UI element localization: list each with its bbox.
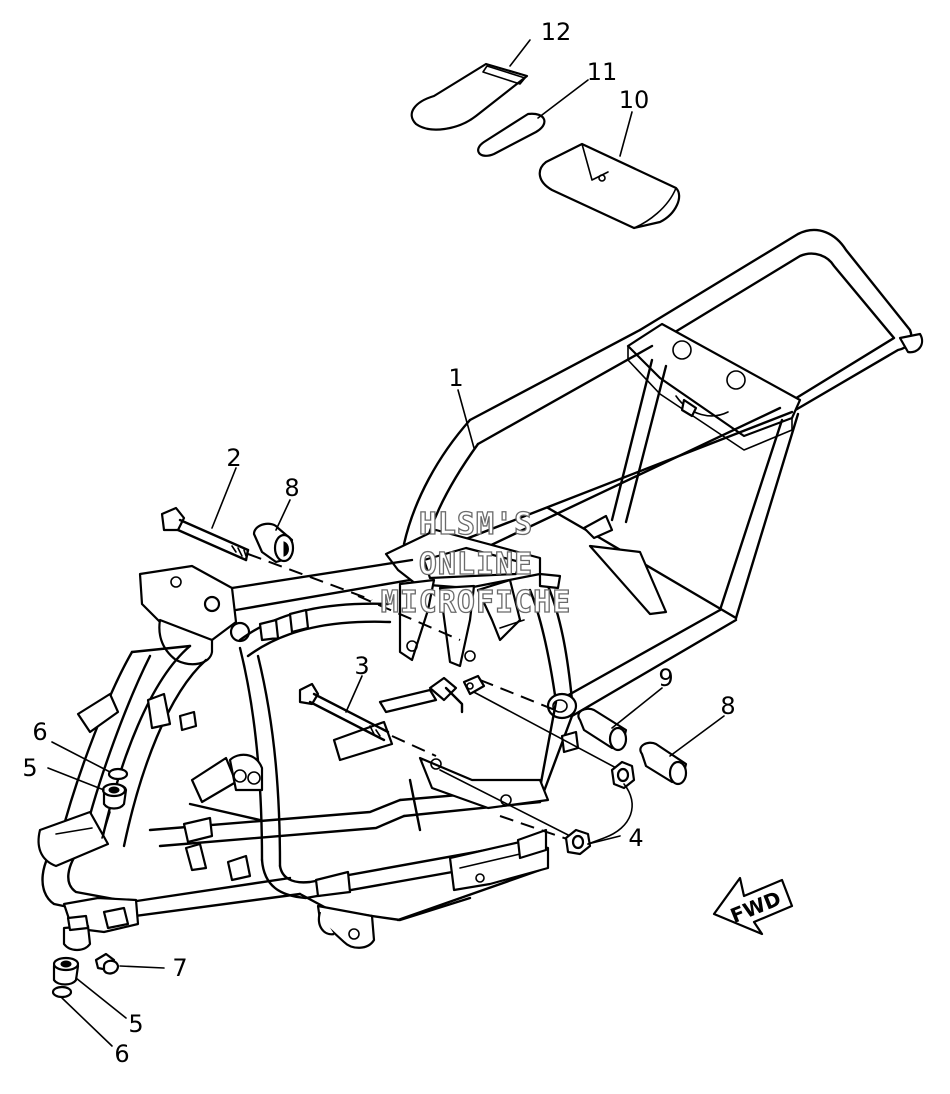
mount-bolt-center bbox=[428, 674, 486, 714]
part-8-collar-upper bbox=[252, 522, 295, 564]
part-11-sticker bbox=[477, 112, 546, 157]
callout-6-lower: 6 bbox=[114, 1040, 129, 1068]
callout-8-upper: 8 bbox=[284, 474, 299, 502]
callout-12: 12 bbox=[541, 18, 572, 46]
callout-5-upper: 5 bbox=[22, 754, 37, 782]
part-9-collar bbox=[577, 707, 628, 752]
watermark-line-3: MICROFICHE bbox=[381, 585, 572, 620]
callout-4: 4 bbox=[628, 824, 643, 852]
part-12-sticker bbox=[410, 62, 529, 131]
callout-8-right: 8 bbox=[720, 692, 735, 720]
callout-1: 1 bbox=[448, 364, 463, 392]
callout-7: 7 bbox=[172, 954, 187, 982]
part-5-grommet-lower bbox=[52, 956, 80, 986]
callout-labels: 12 11 10 1 2 8 3 9 8 4 6 5 7 5 6 bbox=[22, 18, 735, 1068]
watermark-line-2: ONLINE bbox=[419, 547, 533, 582]
part-1-frame bbox=[37, 228, 924, 952]
part-3-bolt bbox=[298, 682, 390, 742]
part-8-collar-right bbox=[639, 741, 688, 786]
watermark: HLSM'S ONLINE MICROFICHE bbox=[380, 506, 572, 620]
watermark-line-1: HLSM'S bbox=[419, 507, 533, 542]
part-10-pouch bbox=[538, 142, 681, 230]
part-6-washer-lower bbox=[51, 985, 73, 999]
assembly-dashed-lines bbox=[247, 553, 621, 841]
callout-9: 9 bbox=[658, 664, 673, 692]
part-4-nut-upper bbox=[610, 760, 636, 790]
callout-6-upper: 6 bbox=[32, 718, 47, 746]
part-2-bolt bbox=[160, 506, 250, 562]
leader-lines bbox=[47, 39, 725, 1047]
callout-5-lower: 5 bbox=[128, 1010, 143, 1038]
callout-11: 11 bbox=[587, 58, 618, 86]
fwd-arrow-icon: FWD bbox=[712, 876, 794, 936]
part-5-grommet-upper bbox=[101, 782, 128, 810]
part-4-nut-lower bbox=[564, 828, 592, 856]
part-6-washer-upper bbox=[107, 767, 129, 781]
callout-2: 2 bbox=[226, 444, 241, 472]
callout-10: 10 bbox=[619, 86, 650, 114]
part-7-bolt bbox=[94, 952, 120, 975]
callout-3: 3 bbox=[354, 652, 369, 680]
